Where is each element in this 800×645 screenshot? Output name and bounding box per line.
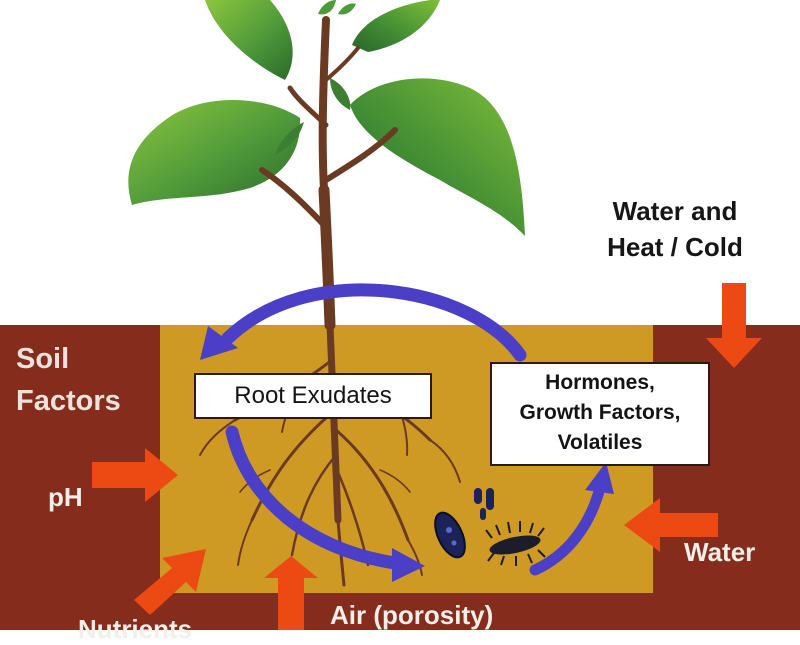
hormones-box: Hormones, Growth Factors, Volatiles <box>490 362 710 466</box>
water-heat-line-1: Water and <box>612 196 738 226</box>
soil-factors-title: Soil Factors <box>16 338 121 422</box>
air-porosity-label: Air (porosity) <box>330 600 494 630</box>
ph-label: pH <box>48 482 83 512</box>
leaf-left <box>128 99 301 205</box>
leaf-top-sprout-2 <box>338 3 356 15</box>
cycle-arrow-right-head <box>585 462 614 494</box>
plant-stem <box>259 16 398 331</box>
root-exudates-box: Root Exudates <box>194 373 432 419</box>
cycle-arrow-bottom <box>225 425 402 570</box>
cycle-arrow-top <box>221 283 527 362</box>
cycle-arrow-bottom-head <box>392 548 425 582</box>
plant-leaves <box>128 0 525 236</box>
leaf-right-big <box>350 78 525 236</box>
hormones-line-3: Volatiles <box>557 431 643 454</box>
diagram-canvas <box>0 0 800 630</box>
leaf-top-sprout <box>318 0 336 15</box>
hormones-line-2: Growth Factors, <box>519 401 681 424</box>
water-heat-line-2: Heat / Cold <box>607 232 743 262</box>
leaf-top-right <box>352 0 440 52</box>
cycle-arrow-right <box>529 482 606 576</box>
leaf-small-right <box>330 78 351 110</box>
soil-title-line-2: Factors <box>16 385 121 417</box>
factor-arrows <box>92 283 762 630</box>
root-exudates-label: Root Exudates <box>234 382 392 409</box>
arrow-water-heat <box>706 283 762 368</box>
arrow-ph <box>92 448 178 502</box>
water-label: Water <box>684 537 756 567</box>
soil-microbes <box>434 488 546 566</box>
cycle-arrows <box>200 283 614 582</box>
arrow-air <box>264 556 318 630</box>
leaf-small-left <box>275 122 304 155</box>
soil-bottom-band <box>160 593 653 630</box>
arrow-water-right <box>624 498 718 552</box>
water-heat-label: Water and Heat / Cold <box>590 193 760 265</box>
soil-title-line-1: Soil <box>16 343 70 375</box>
hormones-line-1: Hormones, <box>545 371 655 394</box>
leaf-top-left <box>205 0 293 80</box>
arrow-nutrients <box>134 549 206 615</box>
cycle-arrow-top-head <box>200 326 238 360</box>
